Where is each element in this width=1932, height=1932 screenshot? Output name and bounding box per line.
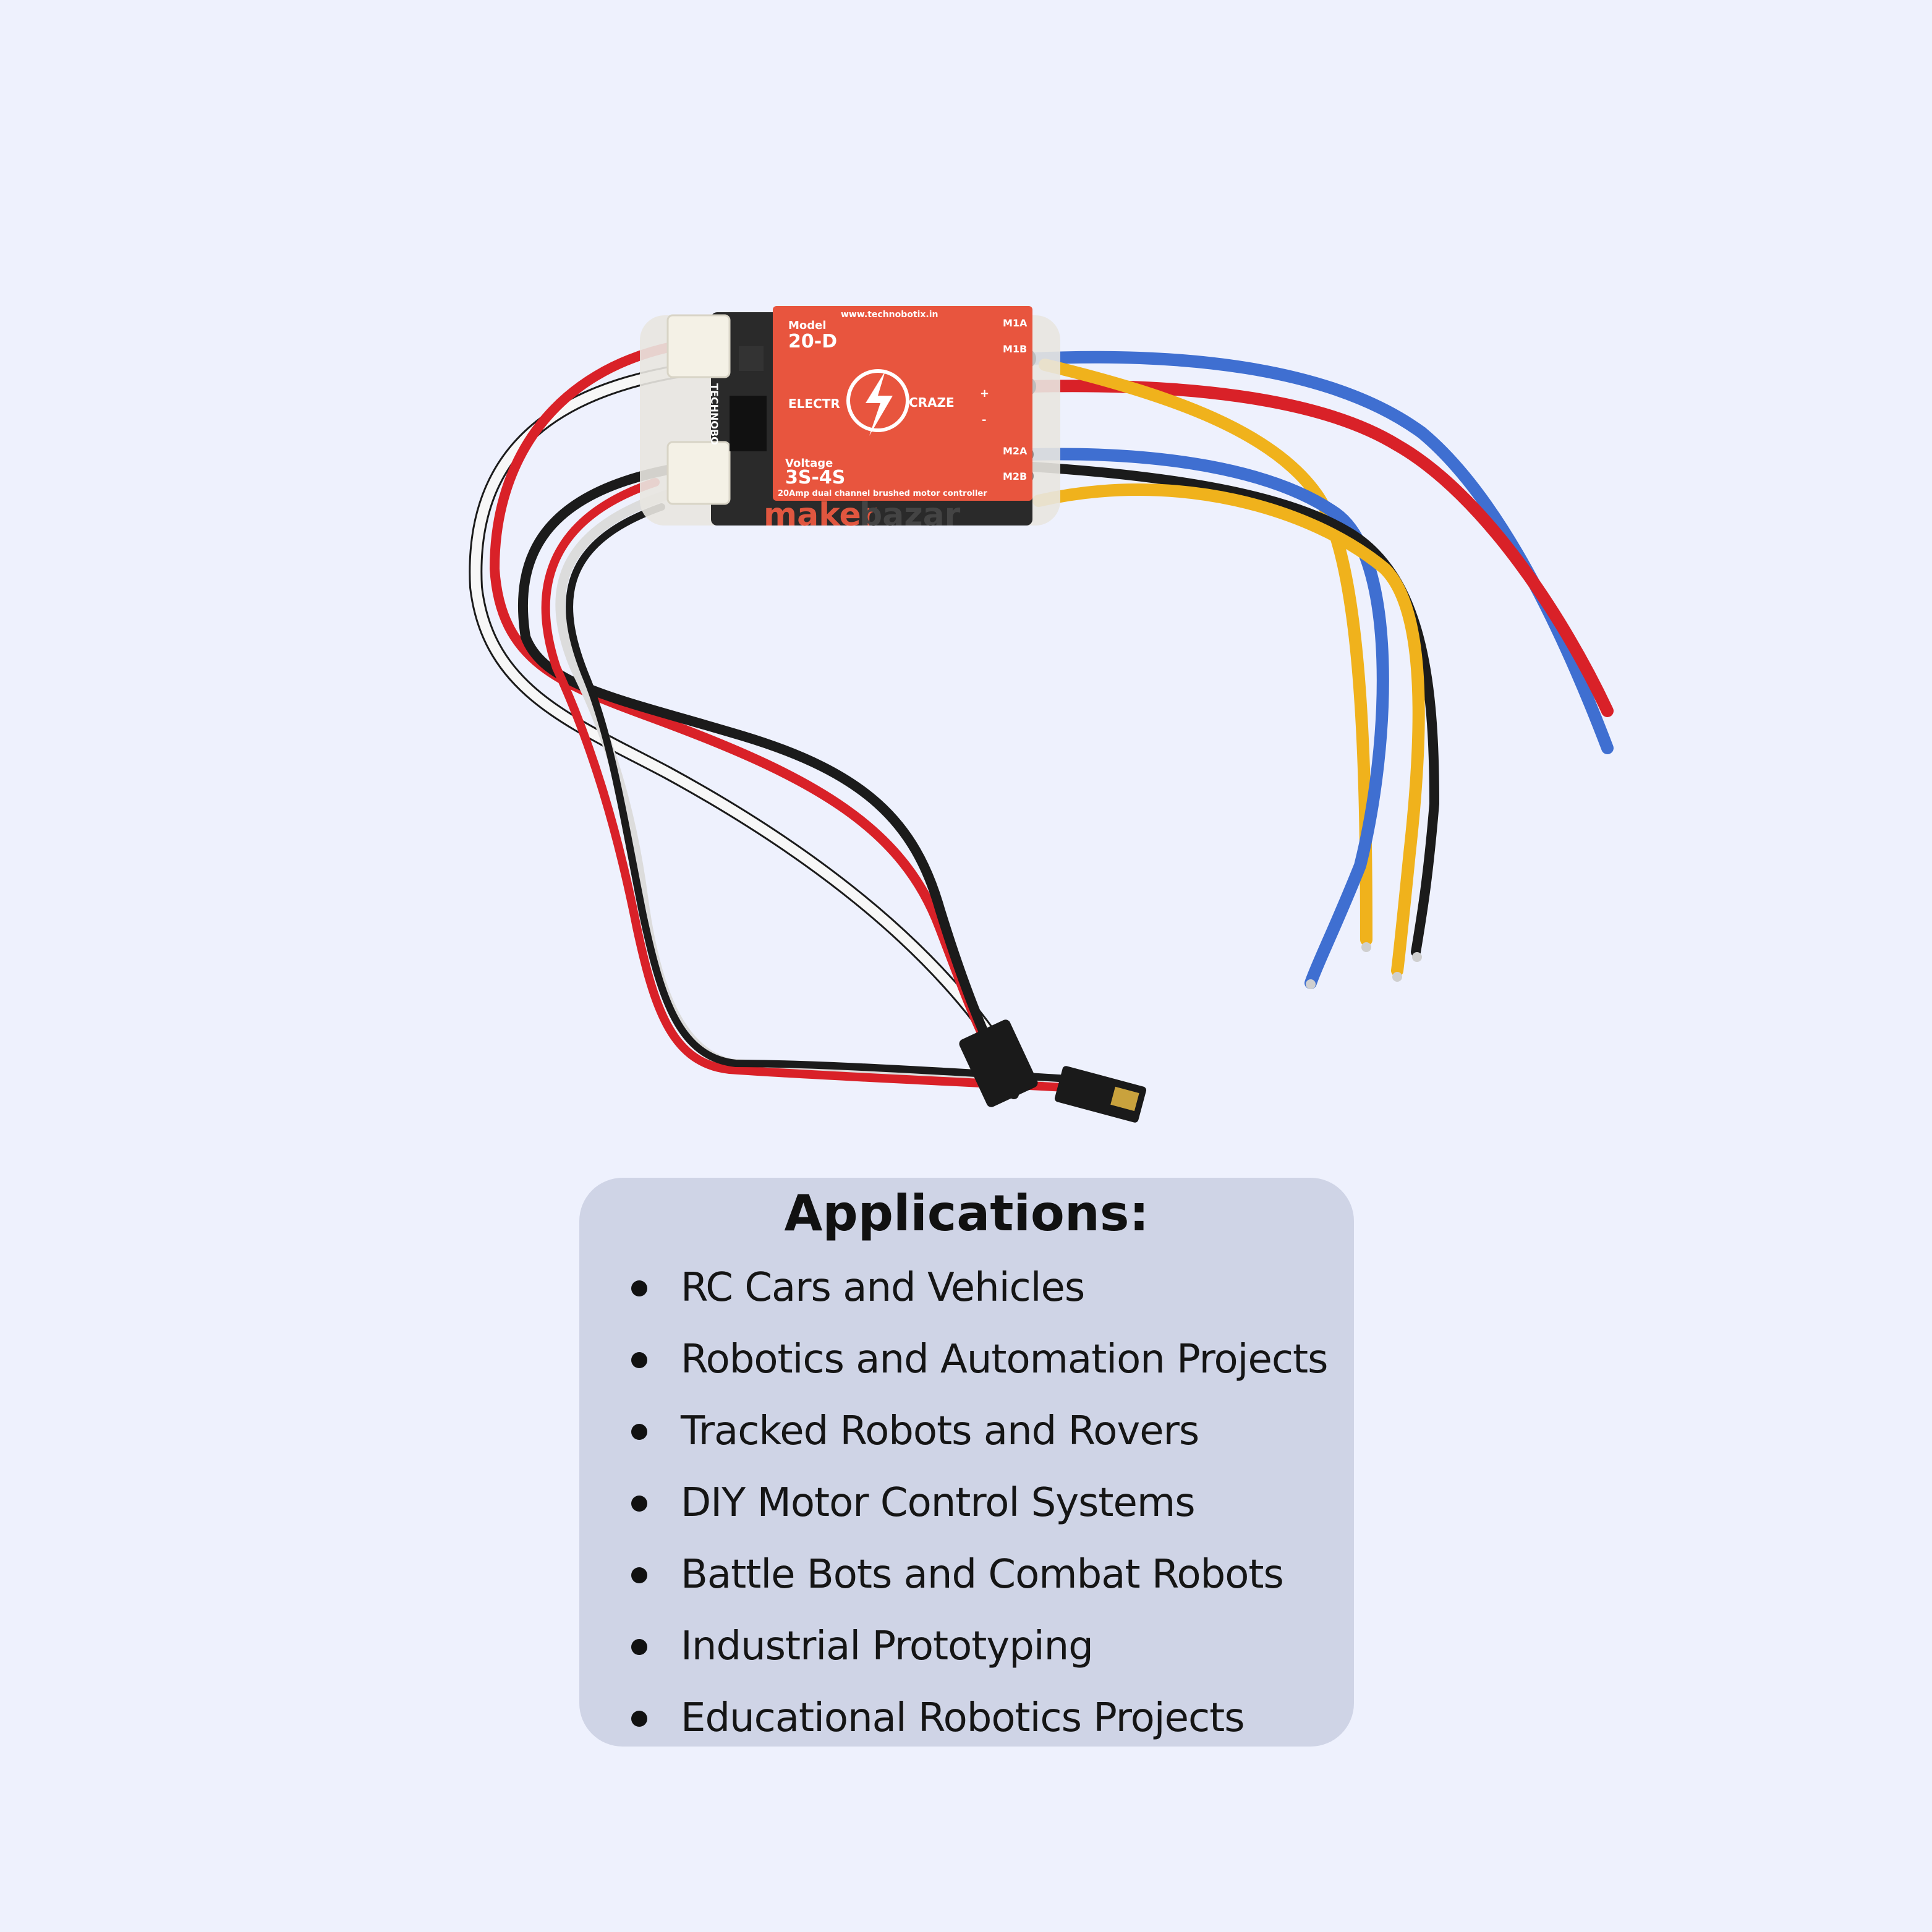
terminal-label-m2b: M2B — [1003, 470, 1027, 482]
bullet-icon — [631, 1352, 647, 1368]
list-item: Robotics and Automation Projects — [579, 1324, 1354, 1395]
terminal-label-m1b: M1B — [1003, 343, 1027, 355]
bullet-icon — [631, 1567, 647, 1583]
list-item-text: Robotics and Automation Projects — [681, 1337, 1328, 1382]
servo-connector-male — [1054, 1066, 1147, 1123]
bullet-icon — [631, 1280, 647, 1296]
product-photo: www.technobotix.in Model 20-D ELECTR CRA… — [469, 306, 1614, 1123]
controller-voltage-value: 3S-4S — [785, 467, 845, 488]
list-item-text: Industrial Prototyping — [681, 1623, 1094, 1669]
terminal-label-m2a: M2A — [1003, 445, 1028, 457]
terminal-label-minus: - — [982, 414, 986, 427]
logo-text-maker: maker — [764, 496, 877, 534]
list-item-text: DIY Motor Control Systems — [681, 1480, 1196, 1526]
makerbazar-logo: maker bazar — [764, 496, 961, 534]
controller-model-value: 20-D — [788, 331, 837, 352]
terminal-label-plus: + — [980, 387, 989, 400]
board-side-text: TECHNOBO — [709, 383, 720, 445]
signal-cables — [469, 341, 1080, 1099]
list-item-text: RC Cars and Vehicles — [681, 1265, 1085, 1311]
applications-title: Applications: — [784, 1185, 1149, 1242]
controller-label: www.technobotix.in Model 20-D ELECTR CRA… — [773, 306, 1032, 501]
controller-brand-right: CRAZE — [909, 395, 955, 410]
list-item: Educational Robotics Projects — [579, 1682, 1354, 1754]
controller-description: 20Amp dual channel brushed motor control… — [778, 489, 987, 498]
list-item: RC Cars and Vehicles — [579, 1252, 1354, 1324]
motor-wires — [1026, 351, 1614, 989]
wire-tips — [1306, 942, 1422, 989]
logo-text-bazar: bazar — [859, 496, 961, 534]
controller-voltage-label: Voltage — [785, 457, 833, 470]
servo-connector-female — [959, 1019, 1038, 1107]
bullet-icon — [631, 1711, 647, 1727]
controller-website: www.technobotix.in — [841, 310, 938, 320]
controller-model-label: Model — [788, 319, 827, 332]
bullet-icon — [631, 1424, 647, 1440]
bullet-icon — [631, 1639, 647, 1655]
lightning-bolt-icon — [846, 369, 909, 432]
list-item: Industrial Prototyping — [579, 1611, 1354, 1682]
applications-card: Applications: RC Cars and Vehicles Robot… — [579, 1178, 1354, 1747]
list-item: Tracked Robots and Rovers — [579, 1395, 1354, 1467]
list-item: Battle Bots and Combat Robots — [579, 1539, 1354, 1611]
list-item-text: Battle Bots and Combat Robots — [681, 1552, 1284, 1598]
list-item-text: Tracked Robots and Rovers — [681, 1408, 1199, 1454]
controller-brand-left: ELECTR — [788, 396, 840, 411]
bullet-icon — [631, 1496, 647, 1512]
list-item: DIY Motor Control Systems — [579, 1467, 1354, 1539]
list-item-text: Educational Robotics Projects — [681, 1695, 1245, 1741]
applications-list: RC Cars and Vehicles Robotics and Automa… — [579, 1252, 1354, 1754]
terminal-label-m1a: M1A — [1003, 317, 1028, 329]
